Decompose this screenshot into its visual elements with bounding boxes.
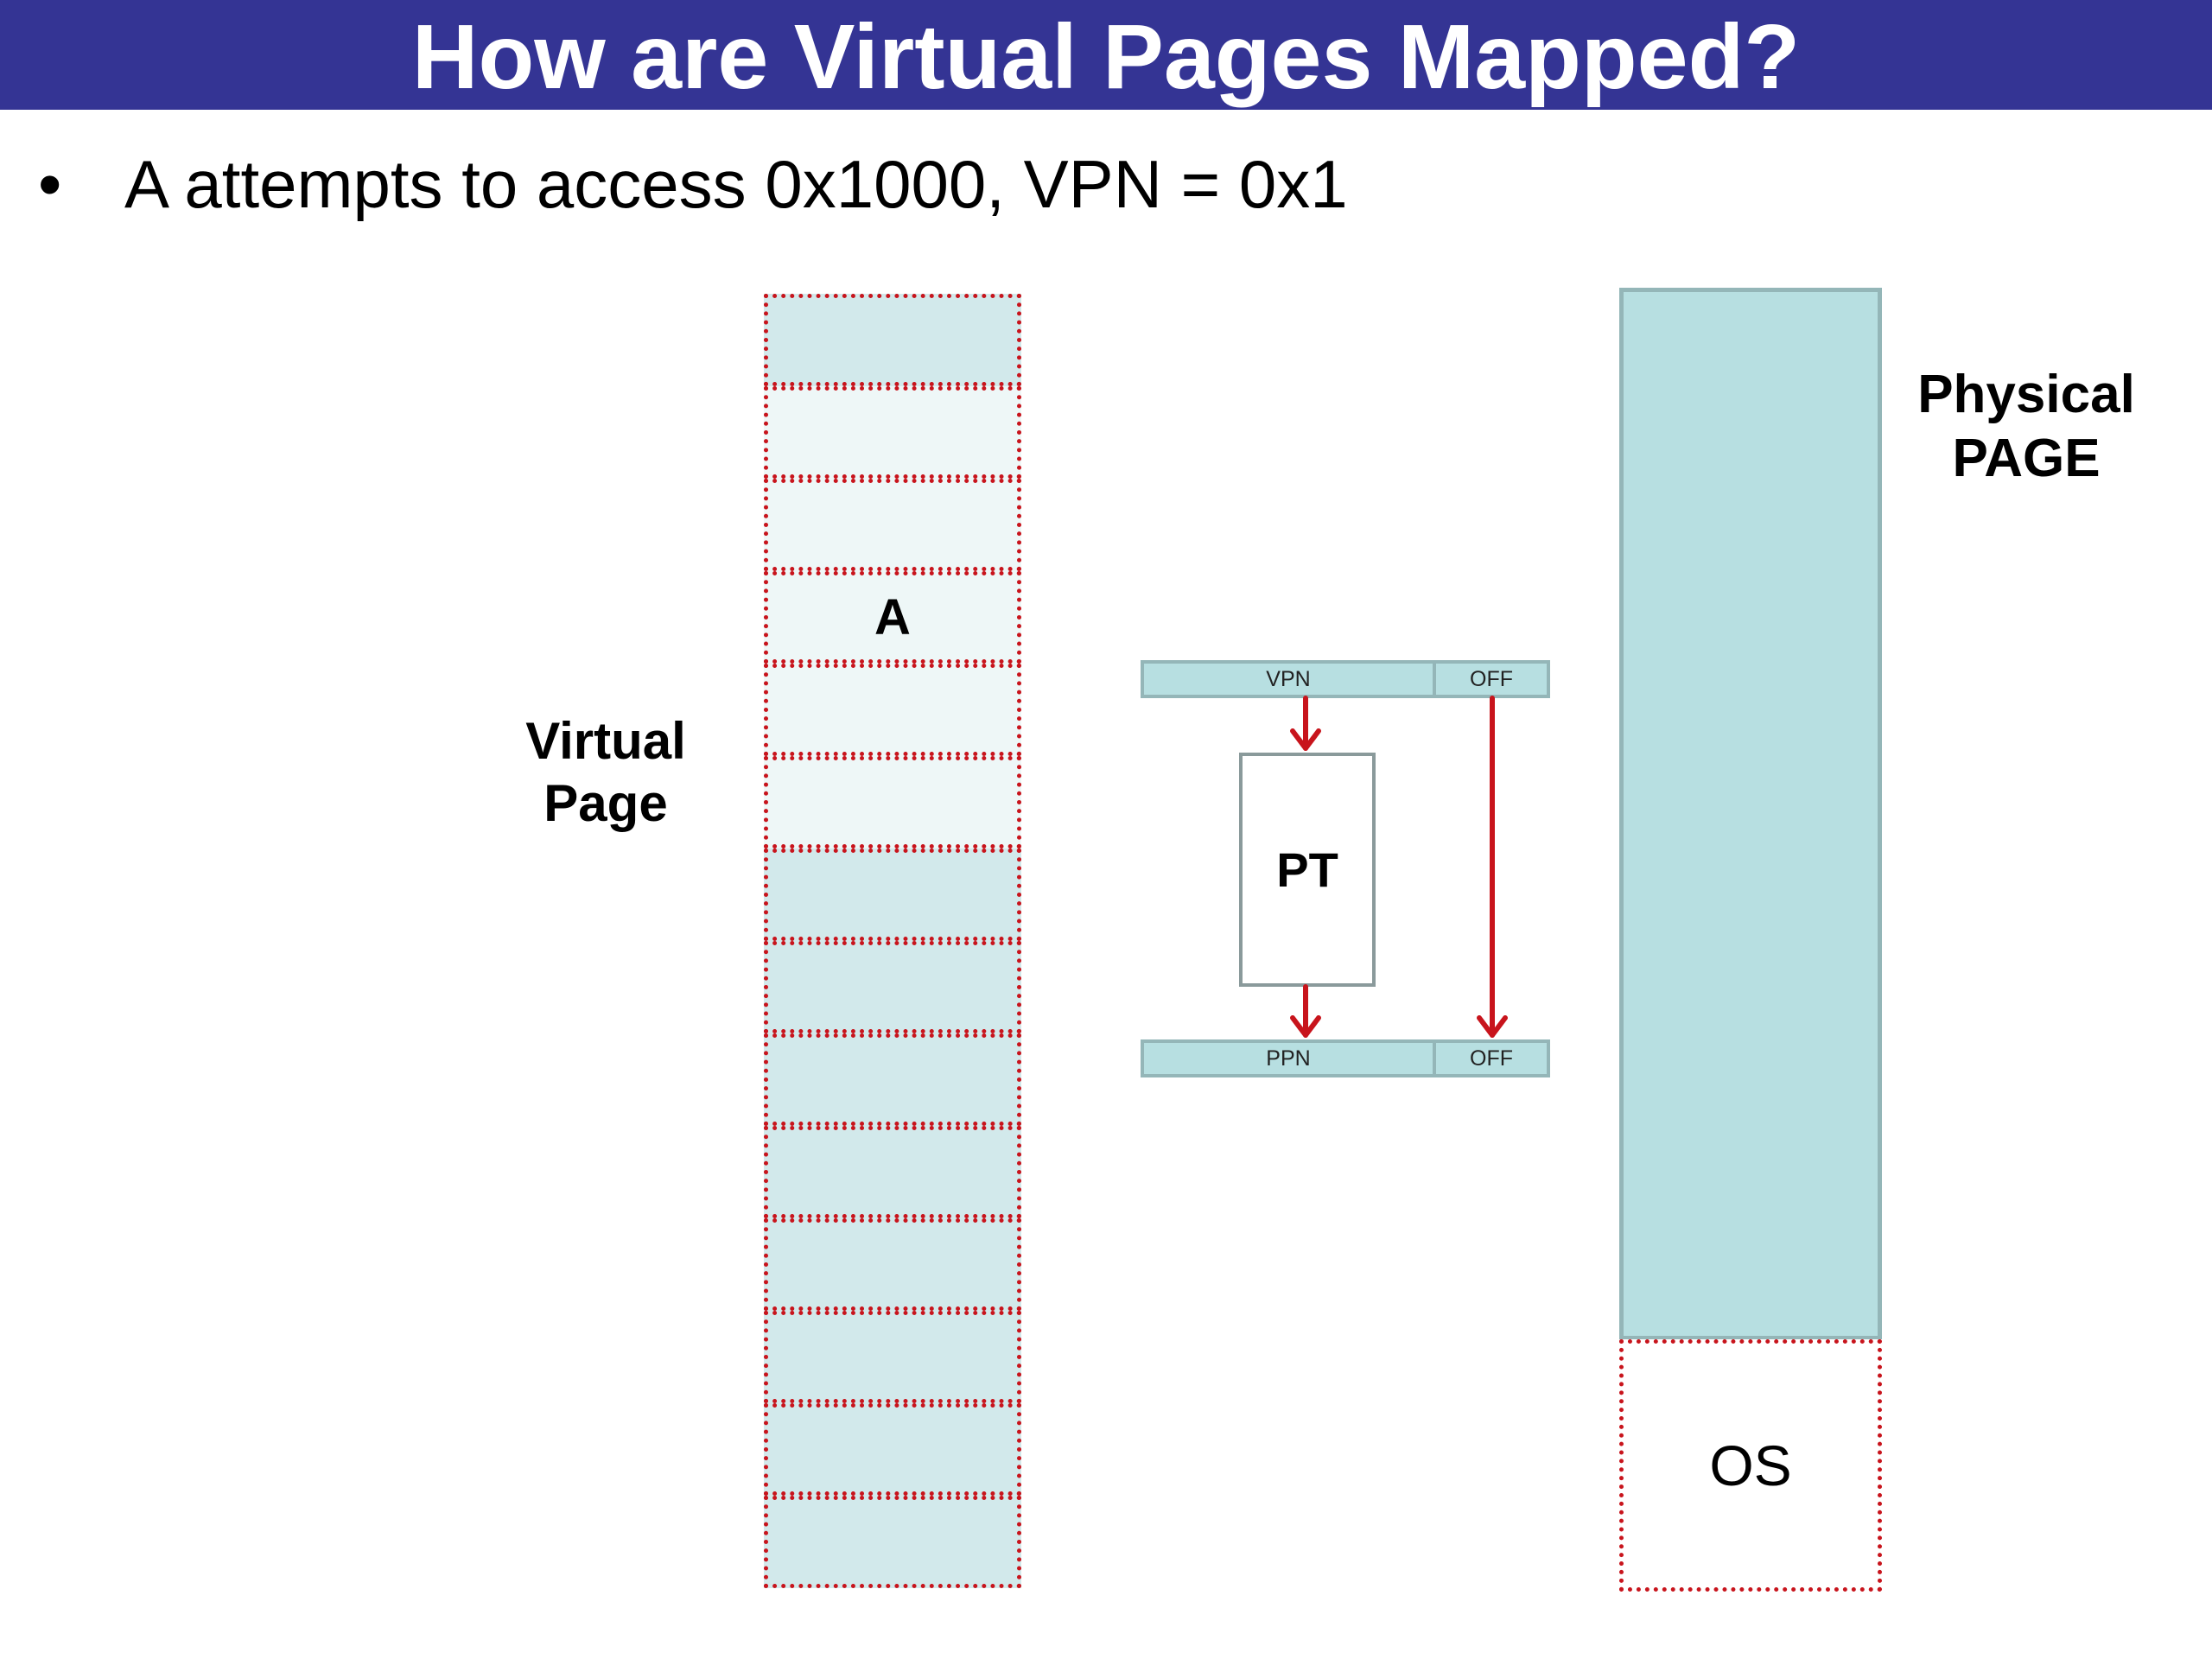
virtual-page-cell	[764, 664, 1021, 756]
virtual-page-cell	[764, 386, 1021, 479]
bullet-point: • A attempts to access 0x1000, VPN = 0x1	[38, 145, 1348, 224]
virtual-page-column: A	[764, 294, 1021, 1588]
virtual-page-label-line1: Virtual	[525, 712, 686, 770]
virtual-page-label-line2: Page	[543, 774, 668, 832]
virtual-page-cell	[764, 294, 1021, 386]
virtual-page-cell	[764, 1033, 1021, 1126]
pt-to-ppn-arrowhead	[1290, 1015, 1321, 1038]
os-region: OS	[1619, 1339, 1882, 1592]
virtual-page-cell	[764, 849, 1021, 941]
physical-offset-field: OFF	[1433, 1039, 1550, 1077]
virtual-page-cell	[764, 1496, 1021, 1588]
physical-page-label-line2: PAGE	[1952, 429, 2101, 489]
virtual-page-label: Virtual Page	[510, 710, 702, 835]
physical-offset-label: OFF	[1470, 1046, 1513, 1071]
virtual-page-cell	[764, 941, 1021, 1033]
virtual-page-cell	[764, 1126, 1021, 1218]
virtual-page-cell	[764, 756, 1021, 849]
physical-page-label-line1: Physical	[1917, 365, 2135, 424]
page-table-label: PT	[1276, 842, 1338, 897]
physical-page-label: Physical PAGE	[1901, 363, 2152, 492]
offset-arrowhead	[1477, 1015, 1508, 1038]
virtual-page-cell	[764, 1311, 1021, 1403]
physical-memory-column	[1619, 288, 1882, 1340]
vpn-label: VPN	[1266, 666, 1311, 691]
vpn-field: VPN	[1141, 660, 1436, 698]
ppn-field: PPN	[1141, 1039, 1436, 1077]
ppn-label: PPN	[1266, 1046, 1311, 1071]
bullet-text: A attempts to access 0x1000, VPN = 0x1	[124, 146, 1348, 222]
bullet-dot-icon: •	[38, 146, 62, 222]
page-table-box: PT	[1239, 753, 1376, 987]
virtual-page-cell	[764, 479, 1021, 571]
os-label: OS	[1709, 1433, 1792, 1497]
virtual-page-cell	[764, 1218, 1021, 1311]
title-bar: How are Virtual Pages Mapped?	[0, 0, 2212, 110]
virtual-offset-label: OFF	[1470, 666, 1513, 691]
virtual-page-cell	[764, 1403, 1021, 1496]
page-title: How are Virtual Pages Mapped?	[411, 5, 1801, 108]
virtual-page-cell-a: A	[764, 571, 1021, 664]
vpn-to-pt-arrowhead	[1290, 728, 1321, 751]
